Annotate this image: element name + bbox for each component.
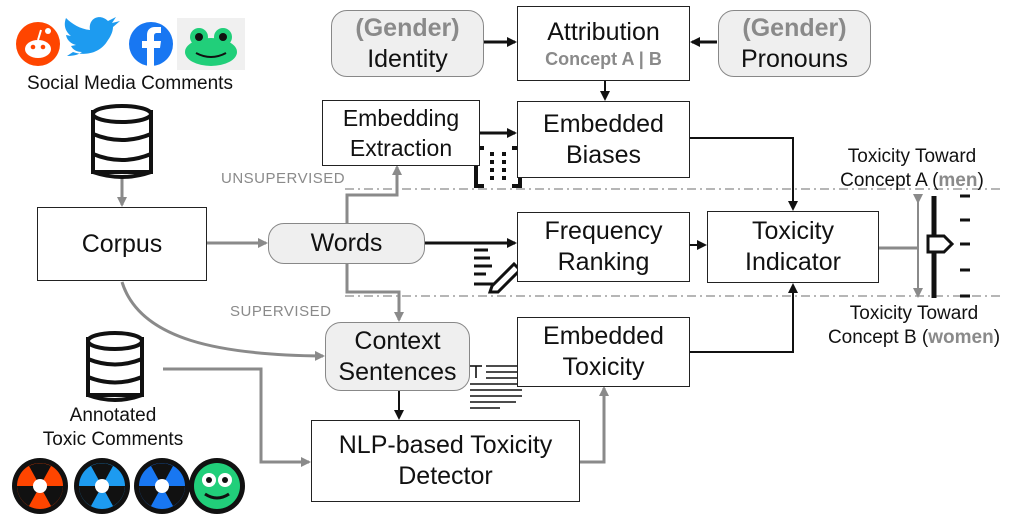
embedding-extraction-line1: Embedding — [342, 105, 460, 131]
embedded-biases-line1: Embedded — [543, 109, 664, 138]
identity-qualifier: (Gender) — [355, 13, 460, 42]
attribution-concepts: Concept A | B — [545, 49, 662, 69]
toxicity-scale-icon — [926, 194, 970, 298]
embedded-toxicity-line2: Toxicity — [562, 353, 645, 381]
embedded-biases-box: Embedded Biases — [517, 101, 690, 178]
corpus-database-icon — [91, 104, 153, 179]
toward-concept-b-label: Toxicity Toward Concept B (women) — [818, 302, 1010, 350]
frequency-ranking-line2: Ranking — [557, 248, 650, 276]
annotated-label-line2: Toxic Comments — [42, 429, 184, 450]
toward-concept-a-line1: Toxicity Toward — [847, 146, 977, 167]
toxic-gab-icon — [189, 458, 245, 514]
arrow-words-extraction — [345, 165, 402, 223]
list-pencil-icon — [474, 248, 523, 294]
attribution-box: Attribution Concept A | B — [517, 6, 690, 81]
text-lines-icon — [470, 365, 522, 409]
social-media-label: Social Media Comments — [27, 73, 233, 94]
pronouns-qualifier: (Gender) — [742, 13, 847, 42]
facebook-icon — [129, 22, 173, 66]
words-box: Words — [268, 223, 425, 264]
embedding-extraction-box: Embedding Extraction — [322, 100, 480, 166]
frequency-ranking-box: Frequency Ranking — [517, 212, 690, 282]
twitter-icon — [64, 17, 120, 56]
embedded-toxicity-line1: Embedded — [543, 322, 664, 350]
annotated-label-line1: Annotated — [69, 405, 157, 426]
arrow-toxicity-indicator — [690, 283, 798, 353]
vector-bracket-icon — [474, 146, 522, 188]
arrow-annotated-detector — [163, 367, 311, 467]
context-sentences-line2: Sentences — [338, 357, 457, 386]
nlp-detector-line1: NLP-based Toxicity — [338, 431, 553, 459]
toxic-reddit-icon — [12, 458, 68, 514]
toxicity-indicator-line2: Indicator — [745, 248, 841, 276]
arrow-detector-toxicity — [580, 386, 609, 464]
frequency-ranking-line1: Frequency — [544, 217, 663, 245]
reddit-icon — [16, 22, 60, 66]
pronouns-name: Pronouns — [740, 44, 849, 73]
toxic-facebook-icon — [134, 458, 190, 514]
gab-frog-icon — [177, 18, 245, 70]
arrow-corpus-context — [120, 281, 325, 361]
embedded-toxicity-box: Embedded Toxicity — [517, 317, 690, 387]
context-sentences-box: Context Sentences — [325, 322, 470, 391]
toxicity-indicator-line1: Toxicity — [752, 217, 834, 245]
toxicity-indicator-box: Toxicity Indicator — [707, 211, 879, 283]
annotated-label: Annotated Toxic Comments — [8, 404, 218, 452]
annotated-database-icon — [86, 331, 144, 402]
toward-concept-b-line1: Toxicity Toward — [849, 303, 979, 324]
corpus-box: Corpus — [37, 207, 207, 281]
nlp-detector-box: NLP-based Toxicity Detector — [311, 420, 580, 502]
arrow-words-context — [345, 264, 404, 322]
toward-concept-b-line2: Concept B (women) — [827, 327, 1001, 348]
embedding-extraction-line2: Extraction — [349, 135, 453, 161]
toxic-twitter-icon — [74, 458, 130, 514]
arrow-biases-indicator — [690, 137, 798, 211]
supervised-label: SUPERVISED — [230, 303, 332, 320]
unsupervised-label: UNSUPERVISED — [221, 170, 346, 187]
identity-box: (Gender) Identity — [331, 10, 484, 77]
context-sentences-line1: Context — [354, 326, 441, 355]
pronouns-box: (Gender) Pronouns — [718, 10, 871, 77]
corpus-label: Corpus — [81, 229, 163, 258]
nlp-detector-line2: Detector — [398, 462, 493, 490]
attribution-title: Attribution — [547, 18, 660, 46]
toward-concept-a-line2: Concept A (men) — [840, 170, 984, 191]
identity-name: Identity — [367, 44, 448, 73]
toward-concept-a-label: Toxicity Toward Concept A (men) — [822, 145, 1002, 193]
words-label: Words — [310, 229, 383, 257]
embedded-biases-line2: Biases — [565, 140, 642, 169]
